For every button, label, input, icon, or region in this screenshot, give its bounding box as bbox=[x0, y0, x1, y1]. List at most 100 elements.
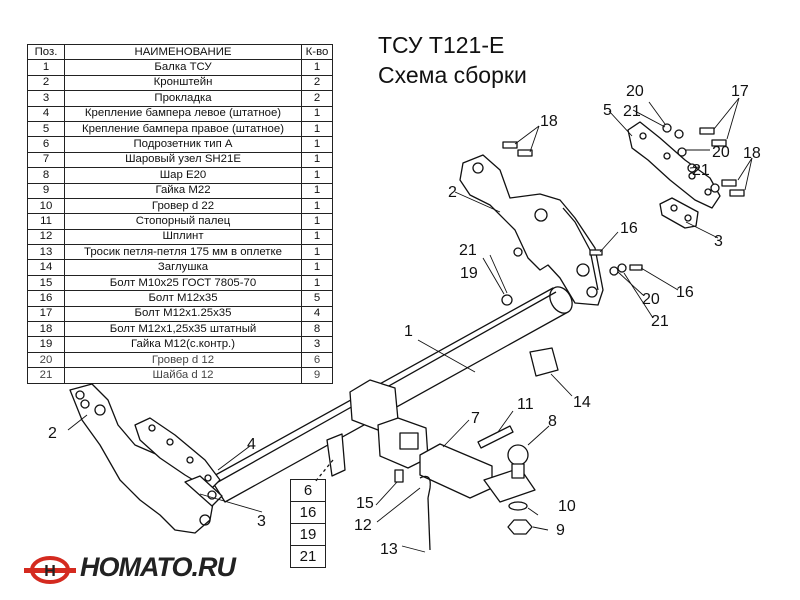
right-bracket bbox=[459, 154, 604, 306]
right-bumper-mount bbox=[627, 121, 721, 209]
tow-ball bbox=[507, 444, 529, 466]
parts-cell-pos: 19 bbox=[27, 336, 65, 353]
parts-cell-name: Болт М10х25 ГОСТ 7805-70 bbox=[64, 274, 302, 292]
right-spacer bbox=[659, 197, 699, 229]
locking-pin bbox=[477, 425, 514, 449]
bracket-hole bbox=[513, 247, 523, 257]
bracket-hole bbox=[586, 286, 598, 298]
parts-cell-pos: 17 bbox=[27, 305, 65, 323]
callout-15: 15 bbox=[356, 495, 374, 512]
parts-cell-qty: 1 bbox=[301, 259, 333, 276]
side-table: 6 16 19 21 bbox=[290, 479, 326, 568]
parts-cell-qty: 1 bbox=[301, 197, 333, 215]
callout-21-bottom: 21 bbox=[651, 313, 669, 330]
side-table-cell: 19 bbox=[290, 523, 326, 546]
homato-logo: H bbox=[24, 556, 76, 584]
bracket-hole bbox=[199, 514, 211, 526]
parts-cell-name: Болт М12х1,25х35 штатный bbox=[64, 321, 302, 338]
bracket-hole bbox=[576, 263, 590, 277]
parts-cell-qty: 6 bbox=[301, 351, 333, 369]
callout-12: 12 bbox=[354, 517, 372, 534]
parts-cell-qty: 5 bbox=[301, 290, 333, 307]
callout-3-right: 3 bbox=[714, 233, 723, 250]
parts-cell-name: Прокладка bbox=[64, 90, 302, 107]
parts-cell-qty: 1 bbox=[301, 244, 333, 261]
callout-16-top: 16 bbox=[620, 220, 638, 237]
plug bbox=[529, 347, 559, 377]
parts-cell-pos: 14 bbox=[27, 259, 65, 276]
callout-14: 14 bbox=[573, 394, 591, 411]
parts-cell-name: Крепление бампера левое (штатное) bbox=[64, 105, 302, 122]
parts-cell-name: Подрозетник тип А bbox=[64, 136, 302, 153]
callout-20-top: 20 bbox=[626, 83, 644, 100]
logo-h-mark: H bbox=[44, 563, 56, 580]
parts-cell-pos: 1 bbox=[27, 59, 65, 76]
ball-neck bbox=[511, 463, 525, 479]
parts-cell-name: Шайба d 12 bbox=[64, 367, 302, 384]
bolt-m10 bbox=[394, 469, 404, 483]
parts-cell-qty: 1 bbox=[301, 59, 333, 76]
parts-cell-pos: 2 bbox=[27, 74, 65, 92]
callout-18-right: 18 bbox=[743, 145, 761, 162]
callout-20-bottom: 20 bbox=[642, 291, 660, 308]
callout-18-top: 18 bbox=[540, 113, 558, 130]
bracket-hole bbox=[534, 208, 548, 222]
beam-end bbox=[549, 286, 573, 314]
callout-2-left: 2 bbox=[48, 425, 57, 442]
side-table-cell: 21 bbox=[290, 545, 326, 568]
bracket-hole bbox=[75, 390, 85, 400]
callout-20-mid: 20 bbox=[712, 144, 730, 161]
cotter-pin bbox=[419, 475, 431, 499]
parts-cell-name: Тросик петля-петля 175 мм в оплетке bbox=[64, 244, 302, 261]
callout-21-top: 21 bbox=[623, 103, 641, 120]
socket-plate bbox=[326, 433, 346, 477]
parts-cell-name: Болт М12х35 bbox=[64, 290, 302, 307]
nut-m22 bbox=[507, 519, 533, 535]
parts-cell-qty: 4 bbox=[301, 305, 333, 323]
callout-16-right: 16 bbox=[676, 284, 694, 301]
side-table-cell: 6 bbox=[290, 479, 326, 502]
callout-2-right: 2 bbox=[448, 184, 457, 201]
parts-cell-qty: 1 bbox=[301, 120, 333, 138]
callout-4: 4 bbox=[247, 436, 256, 453]
parts-cell-pos: 13 bbox=[27, 244, 65, 261]
parts-cell-name: Заглушка bbox=[64, 259, 302, 276]
callout-21-mid: 21 bbox=[692, 162, 710, 179]
ball-mount bbox=[419, 443, 493, 499]
parts-cell-qty: 1 bbox=[301, 274, 333, 292]
parts-cell-qty: 1 bbox=[301, 105, 333, 122]
logo-wing bbox=[24, 568, 76, 573]
callout-10: 10 bbox=[558, 498, 576, 515]
side-table-cell: 16 bbox=[290, 501, 326, 524]
socket-opening bbox=[399, 432, 419, 450]
cable bbox=[427, 497, 431, 551]
callouts: 1 2 2 3 3 4 5 7 8 9 10 11 12 13 14 15 16… bbox=[48, 83, 761, 558]
callout-1: 1 bbox=[404, 323, 413, 340]
parts-cell-name: Гайка М12(с.контр.) bbox=[64, 336, 302, 353]
callout-17: 17 bbox=[731, 83, 749, 100]
parts-cell-name: Болт М12х1.25х35 bbox=[64, 305, 302, 323]
callout-3-left: 3 bbox=[257, 513, 266, 530]
callout-13: 13 bbox=[380, 541, 398, 558]
left-bumper-mount bbox=[134, 417, 221, 491]
parts-cell-pos: 18 bbox=[27, 321, 65, 338]
parts-cell-qty: 2 bbox=[301, 74, 333, 92]
callout-7: 7 bbox=[471, 410, 480, 427]
